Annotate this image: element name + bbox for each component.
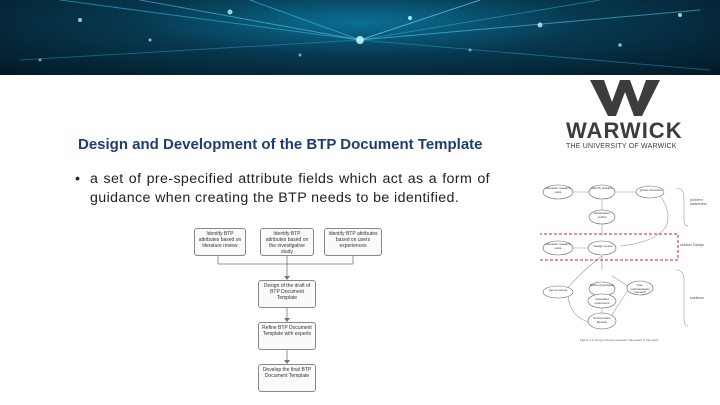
flowchart-arrows [217,256,354,364]
header-banner [0,0,720,75]
bullet-point: • a set of pre-specified attribute field… [75,170,490,208]
cycle-node-text-3: Dissertation outline [594,211,610,219]
warwick-logo-mark [590,80,660,116]
cycle-node-text-10: Performance Results [593,316,611,324]
cycle-node-text-7: Ignore events [548,288,568,292]
cycle-node-literature [542,184,574,200]
cycle-node-text-9: Five methodologies research [630,283,650,294]
cycle-node-text-0: Literature research parts [545,186,571,194]
cycle-node-text-6: Define hypothesis [590,283,614,287]
flow-box-final: Develop the final BTP Document Template [258,364,316,392]
cycle-caption: Figure 1.1 Design science research frame… [580,338,659,342]
fiber-optic-image [19,0,711,71]
slide-title: Design and Development of the BTP Docume… [78,136,483,153]
flow-box-users: Identify BTP attributes based on users e… [324,228,382,256]
cycle-node-text-8: Grounded experiment [594,297,610,305]
cycle-node-text-5: Design review [593,244,613,248]
cycle-node-text-1: Identify problem [591,186,613,190]
cycle-node-text-2: Ignore interviews [639,188,663,192]
flow-box-literature: Identify BTP attributes based on literat… [194,228,246,256]
bullet-icon: • [75,171,81,187]
cycle-label-solution: solution Design [680,243,704,247]
cycle-label-problem: problem awareness [690,198,707,206]
warwick-logo: WARWICK THE UNIVERSITY OF WARWICK [562,80,692,158]
flow-box-refine: Refine BTP Document Template with expert… [258,322,316,350]
flow-box-draft: Design of the draft of BTP Document Temp… [258,280,316,308]
cycle-diagram: problem awareness solution Design soluti… [538,178,720,353]
cycle-node-text-4: Literature research parts [545,242,571,250]
logo-subtitle: THE UNIVERSITY OF WARWICK [566,143,677,150]
logo-wordmark: WARWICK [566,118,683,143]
bullet-text: a set of pre-specified attribute fields … [90,171,490,206]
cycle-label-solutions: solutions [690,296,704,300]
flow-box-investigative: Identify BTP attributes based on the inv… [260,228,314,256]
